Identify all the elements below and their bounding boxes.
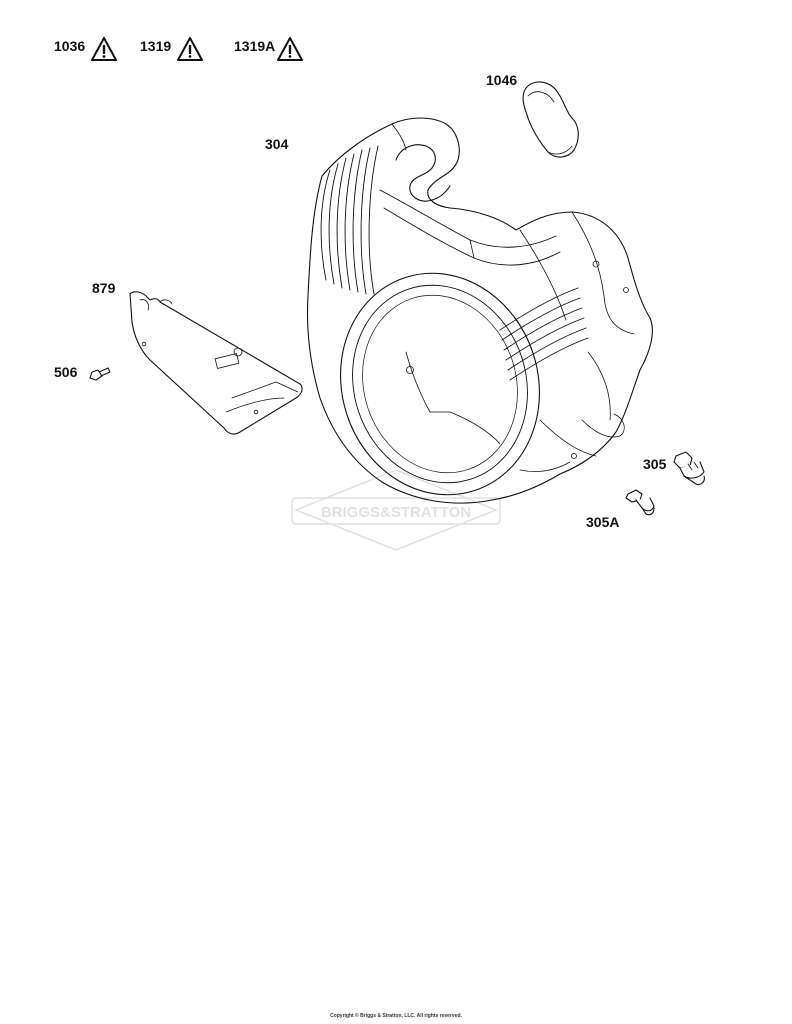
warning-triangle-icon [177,37,203,61]
callout-305: 305 [643,456,667,472]
callout-304: 304 [265,136,289,152]
part-305-bolt [673,451,705,486]
callout-879: 879 [92,280,116,296]
callout-1319: 1319 [140,38,172,54]
warning-triangle-icon [91,37,117,61]
part-304-blower-housing [306,117,653,504]
copyright-notice: Copyright © Briggs & Stratton, LLC. All … [330,1013,462,1019]
callout-1046: 1046 [486,72,518,88]
part-879-shield [129,291,303,435]
part-1046-cover [522,81,579,158]
callout-1036: 1036 [54,38,86,54]
brand-watermark: BRIGGS&STRATTON [291,469,501,551]
part-305a-bolt [625,489,655,516]
warning-triangle-icon [277,37,303,61]
part-506-screw [89,367,111,381]
callout-1319a: 1319A [234,38,276,54]
watermark-text: BRIGGS&STRATTON [321,504,471,521]
callout-305a: 305A [586,514,620,530]
callout-506: 506 [54,364,78,380]
